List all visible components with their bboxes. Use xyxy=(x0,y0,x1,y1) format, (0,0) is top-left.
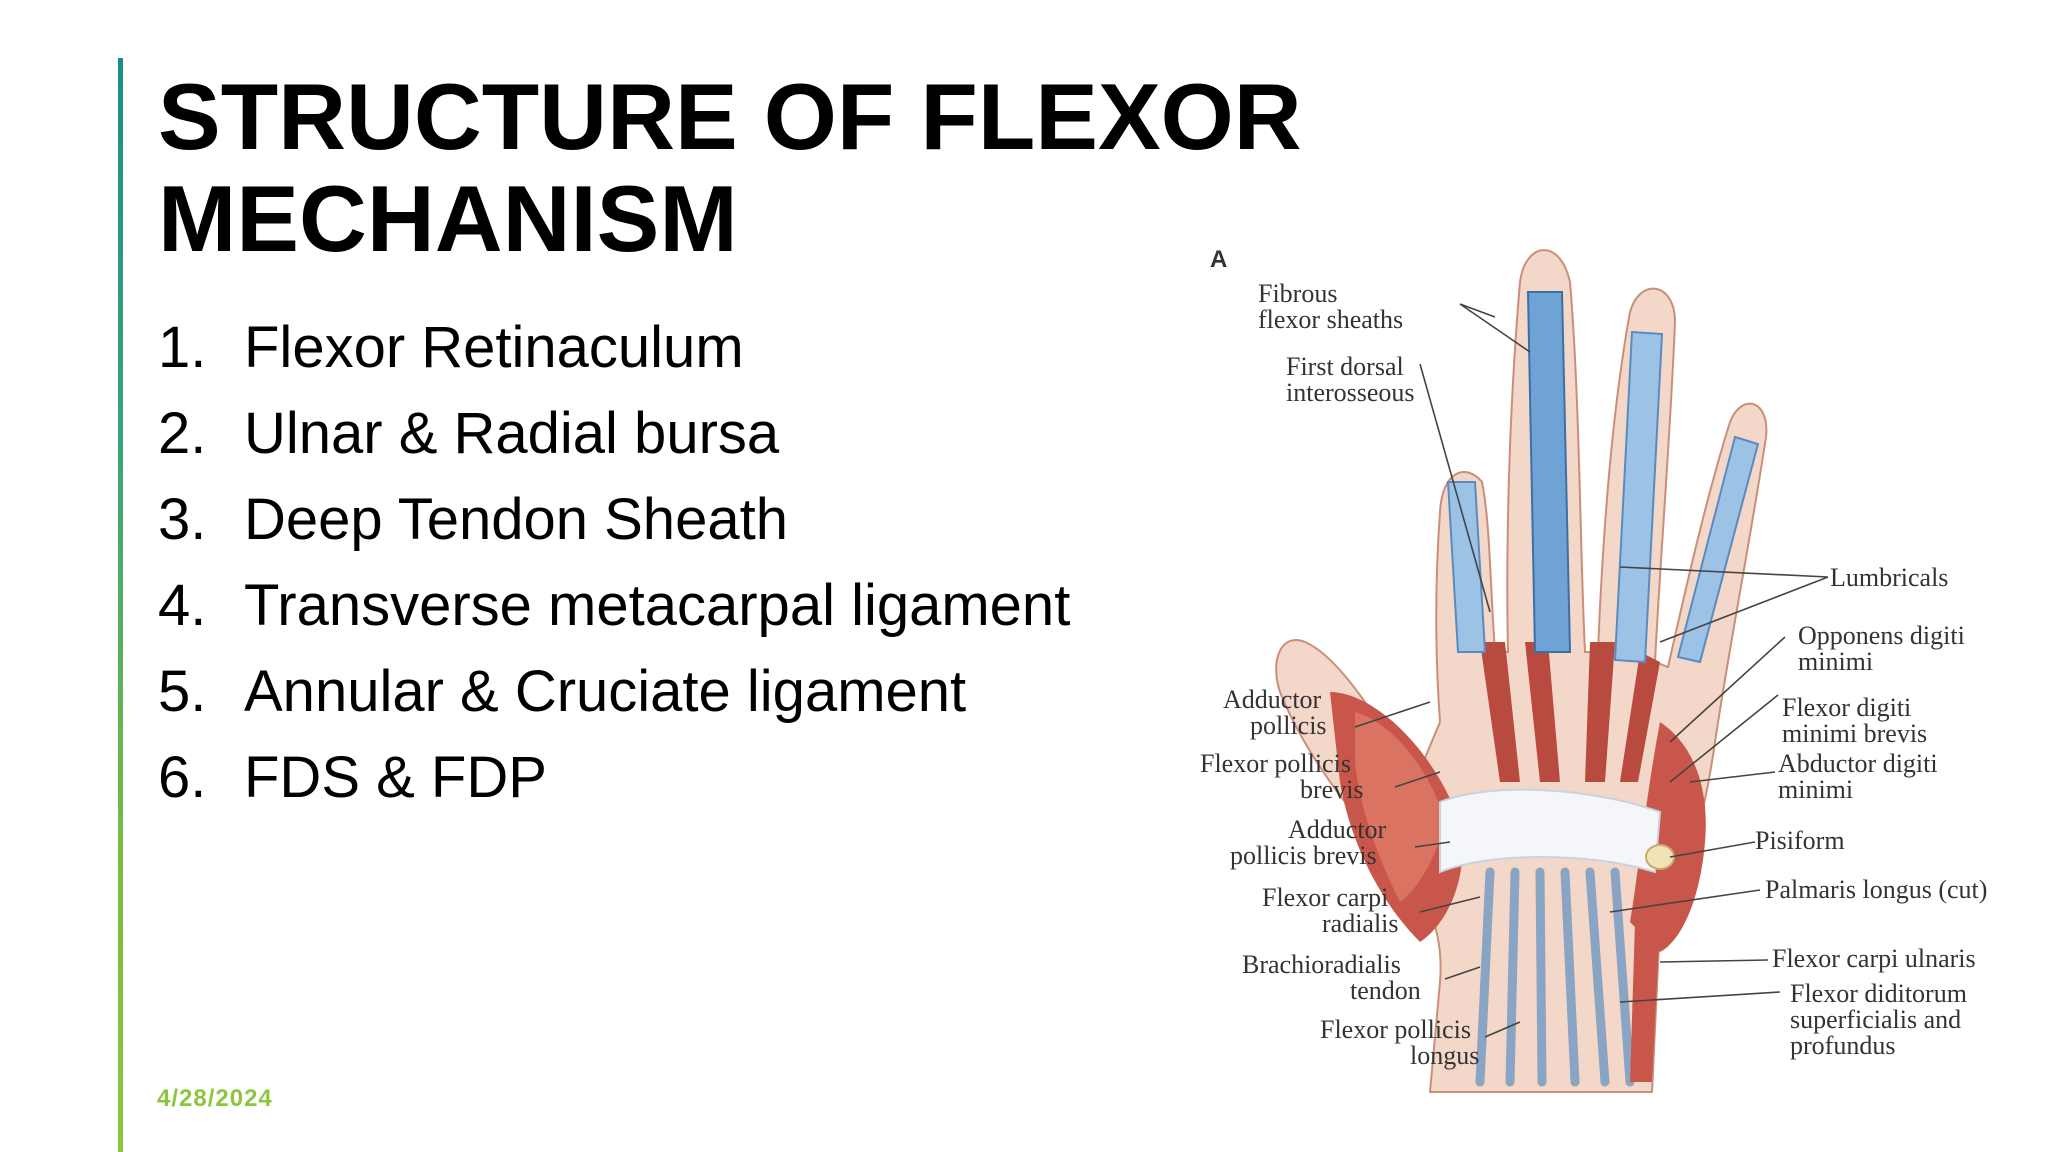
adductor-pollicis-label-1: Adductor xyxy=(1223,685,1322,714)
fibrous-sheaths-label-1: Fibrous xyxy=(1258,279,1337,308)
list-item: 2. Ulnar & Radial bursa xyxy=(158,391,1070,477)
first-dorsal-label-1: First dorsal xyxy=(1286,352,1404,381)
apb-label-1: Adductor xyxy=(1288,815,1387,844)
leader-lines xyxy=(1354,303,1829,1038)
list-item-text: FDS & FDP xyxy=(244,745,547,810)
fdsp-label-3: profundus xyxy=(1790,1031,1895,1060)
fibrous-sheaths-label-2: flexor sheaths xyxy=(1258,305,1403,334)
list-item-number: 5. xyxy=(158,659,207,724)
list-item-number: 4. xyxy=(158,573,207,638)
accent-bar xyxy=(118,58,123,1152)
forearm-tendons xyxy=(1475,867,1635,1087)
fcu-label: Flexor carpi ulnaris xyxy=(1772,944,1976,973)
title-line-2: MECHANISM xyxy=(158,166,738,271)
hand-drawing xyxy=(1275,249,1768,1093)
fpl-label-2: longus xyxy=(1410,1041,1479,1070)
panel-letter: A xyxy=(1210,246,1227,273)
brachioradialis-label-1: Brachioradialis xyxy=(1242,950,1401,979)
lumbricals-label: Lumbricals xyxy=(1830,563,1948,592)
opponens-label-2: minimi xyxy=(1798,647,1873,676)
slide-title: STRUCTURE OF FLEXOR MECHANISM xyxy=(158,66,1358,270)
fpb-label-2: brevis xyxy=(1300,775,1364,804)
list-item-number: 2. xyxy=(158,401,207,466)
hand-anatomy-illustration: A Fibrous flexor sheaths First dorsal in… xyxy=(1200,246,1987,1093)
title-line-1: STRUCTURE OF FLEXOR xyxy=(158,64,1302,169)
list-item-text: Transverse metacarpal ligament xyxy=(244,573,1071,638)
fpb-label-1: Flexor pollicis xyxy=(1200,749,1351,778)
list-item: 4. Transverse metacarpal ligament xyxy=(158,563,1070,649)
list-item: 1. Flexor Retinaculum xyxy=(158,305,1070,391)
fdmb-label-2: minimi brevis xyxy=(1782,719,1927,748)
list-item-text: Deep Tendon Sheath xyxy=(244,487,788,552)
little-finger-sheath xyxy=(1676,435,1760,664)
middle-finger-sheath xyxy=(1526,291,1572,653)
brachioradialis-label-2: tendon xyxy=(1350,976,1421,1005)
list-item: 3. Deep Tendon Sheath xyxy=(158,477,1070,563)
list-item: 5. Annular & Cruciate ligament xyxy=(158,649,1070,735)
palmaris-label: Palmaris longus (cut) xyxy=(1765,875,1987,904)
apb-label-2: pollicis brevis xyxy=(1230,841,1377,870)
hand-anatomy-figure: A Fibrous flexor sheaths First dorsal in… xyxy=(1190,222,2048,1102)
list-item-text: Annular & Cruciate ligament xyxy=(244,659,967,724)
opponens-label-1: Opponens digiti xyxy=(1798,621,1965,650)
ring-finger-sheath xyxy=(1613,330,1664,664)
flexor-retinaculum xyxy=(1439,788,1662,874)
index-finger-sheath xyxy=(1446,481,1487,653)
fcr-label-1: Flexor carpi xyxy=(1262,883,1388,912)
list-item-number: 3. xyxy=(158,487,207,552)
adm-label-1: Abductor digiti xyxy=(1778,749,1938,778)
list-item-text: Ulnar & Radial bursa xyxy=(244,401,780,466)
fdsp-label-1: Flexor diditorum xyxy=(1790,979,1967,1008)
fdsp-label-2: superficialis and xyxy=(1790,1005,1961,1034)
fpl-label-1: Flexor pollicis xyxy=(1320,1015,1471,1044)
list-item-number: 1. xyxy=(158,315,207,380)
adm-label-2: minimi xyxy=(1778,775,1853,804)
fcr-label-2: radialis xyxy=(1322,909,1399,938)
hypothenar-muscle xyxy=(1630,722,1706,952)
flexor-structure-list: 1. Flexor Retinaculum 2. Ulnar & Radial bu… xyxy=(158,305,1070,821)
pisiform-bone xyxy=(1645,844,1675,870)
list-item: 6. FDS & FDP xyxy=(158,735,1070,821)
first-dorsal-label-2: interosseous xyxy=(1286,378,1415,407)
thenar-muscle-shade xyxy=(1355,712,1445,902)
adductor-pollicis-label-2: pollicis xyxy=(1250,711,1327,740)
forearm-muscle xyxy=(1630,922,1660,1082)
slide-date: 4/28/2024 xyxy=(157,1085,273,1112)
pisiform-label: Pisiform xyxy=(1755,826,1845,855)
fdmb-label-1: Flexor digiti xyxy=(1782,693,1911,722)
list-item-text: Flexor Retinaculum xyxy=(244,315,744,380)
list-item-number: 6. xyxy=(158,745,207,810)
